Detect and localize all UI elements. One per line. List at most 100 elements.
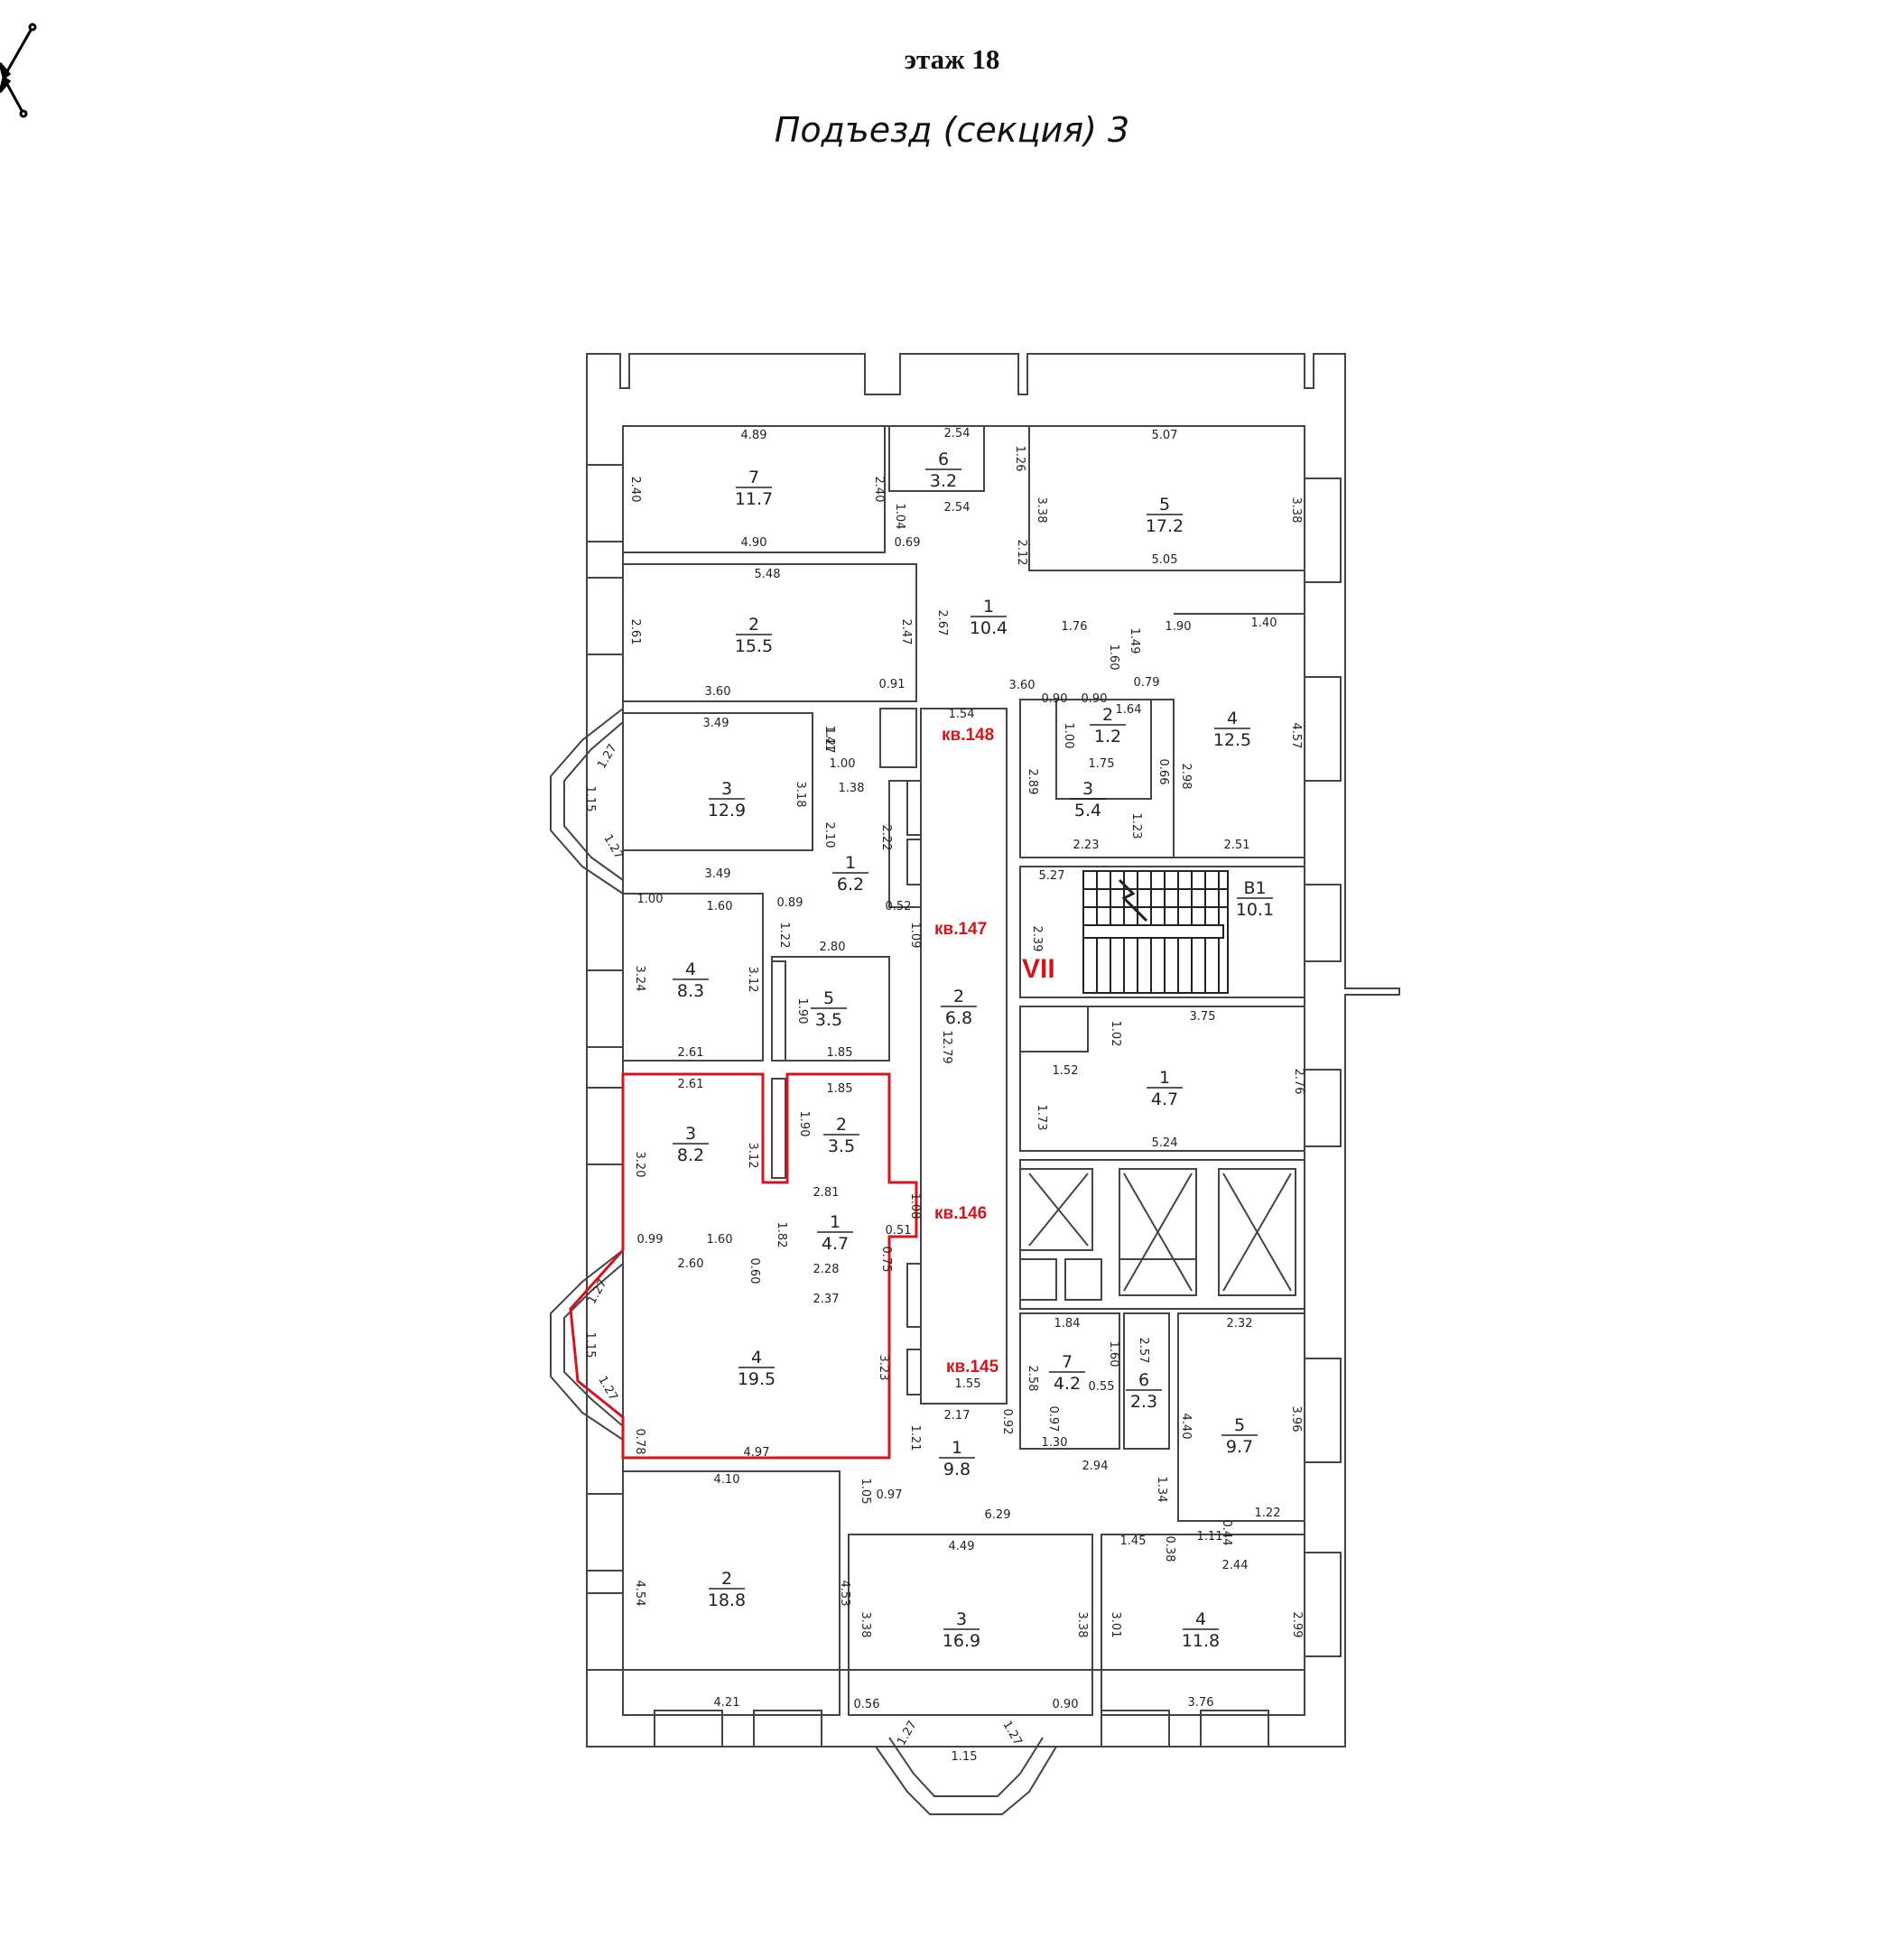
window-bottom-2 [753, 1710, 822, 1748]
dimension-label: 1.60 [707, 1233, 733, 1247]
dimension-label: 3.38 [859, 1612, 872, 1638]
dimension-label: 1.08 [908, 1193, 922, 1219]
compass-icon [0, 23, 37, 118]
dimension-label: 3.38 [1289, 497, 1303, 524]
room-area: 11.7 [735, 489, 773, 509]
dimension-label: 1.00 [637, 893, 664, 906]
room-label: 215.5 [735, 615, 773, 656]
room-number: 2 [721, 1569, 732, 1589]
dimension-label: 4.53 [838, 1581, 851, 1607]
dimension-label: 2.99 [1290, 1612, 1304, 1638]
dimension-label: 4.90 [741, 536, 767, 550]
dimension-label: 2.51 [1224, 839, 1250, 852]
dimension-label: 1.54 [949, 708, 975, 721]
dimension-label: 4.21 [714, 1696, 740, 1710]
room-area: 8.3 [677, 981, 704, 1001]
dimension-label: 1.85 [827, 1046, 853, 1060]
dimension-label: 0.56 [854, 1698, 880, 1711]
dimension-label: 3.38 [1035, 497, 1048, 524]
dimension-label: 2.10 [822, 822, 836, 848]
dimension-label: 0.38 [1163, 1536, 1176, 1562]
dimension-label: 3.96 [1289, 1406, 1303, 1432]
dimension-label: 1.23 [1129, 813, 1143, 839]
room-label: 16.2 [832, 853, 868, 895]
dimension-label: 2.61 [678, 1078, 704, 1091]
room-label: 53.5 [811, 988, 847, 1030]
dimension-label: 4.40 [1179, 1414, 1193, 1440]
dimension-label: 0.60 [748, 1258, 761, 1284]
dimension-label: 3.12 [746, 1143, 759, 1169]
dimension-label: 1.27 [895, 1719, 919, 1748]
dimension-label: 2.12 [1015, 540, 1028, 566]
dimension-label: 0.97 [1046, 1406, 1060, 1432]
room-label: 312.9 [708, 779, 746, 821]
bay-window-left-top [550, 708, 624, 895]
room-label: 48.3 [673, 960, 709, 1001]
room-number: 3 [1082, 779, 1093, 799]
dimension-label: 2.23 [1073, 839, 1100, 852]
window-left-4 [586, 1087, 624, 1165]
dimension-label: 1.52 [1053, 1064, 1079, 1078]
dimension-label: 1.85 [827, 1082, 853, 1096]
dimension-label: 3.60 [705, 685, 731, 699]
room-number: 5 [1159, 495, 1170, 515]
room-area: 12.5 [1213, 730, 1251, 750]
room-label: 35.4 [1070, 779, 1106, 821]
bay-window-bottom [875, 1746, 1057, 1815]
dimension-label: 1.75 [1089, 757, 1115, 771]
room-label: 218.8 [708, 1569, 746, 1610]
room-area: 1.2 [1094, 727, 1121, 746]
dimension-label: 0.90 [1042, 692, 1068, 706]
room-label: 74.2 [1049, 1352, 1085, 1394]
dimension-label: 3.49 [705, 867, 731, 881]
staircase [1082, 870, 1229, 994]
dimension-label: 0.92 [1000, 1409, 1014, 1435]
room-label: 63.2 [925, 450, 961, 491]
dimension-label: 2.80 [820, 941, 846, 954]
dimension-label: 3.60 [1009, 679, 1036, 692]
dimension-label: 0.44 [1220, 1520, 1233, 1546]
room-area: 6.8 [945, 1008, 972, 1028]
dimension-label: 0.91 [879, 678, 906, 691]
dimension-label: 0.69 [895, 536, 921, 550]
dimension-label: 0.78 [633, 1429, 646, 1455]
room-number: 2 [1102, 705, 1113, 725]
dimension-label: 2.98 [1179, 764, 1193, 790]
window-right-5 [1304, 1358, 1342, 1463]
room-area: 18.8 [708, 1590, 746, 1610]
room-area: 3.5 [828, 1136, 855, 1156]
window-right-3 [1304, 884, 1342, 962]
room-area: 3.5 [815, 1010, 842, 1030]
dimension-label: 2.40 [628, 477, 642, 503]
dimension-label: 3.76 [1188, 1696, 1214, 1710]
dimension-label: 0.79 [1134, 676, 1160, 690]
dimension-label: 1.15 [583, 786, 597, 812]
dimension-label: 1.05 [859, 1479, 872, 1505]
room-area: 19.5 [738, 1369, 776, 1389]
dimension-label: 1.27 [999, 1719, 1024, 1748]
dimension-label: 1.27 [600, 832, 625, 862]
room-area: 12.9 [708, 801, 746, 821]
dimension-label: 1.82 [775, 1222, 788, 1248]
dimension-label: 3.18 [794, 782, 807, 808]
dimension-label: 2.57 [1137, 1338, 1150, 1364]
dimension-label: 1.73 [1035, 1105, 1048, 1131]
room-label: 23.5 [823, 1115, 859, 1156]
dimension-label: 1.22 [777, 923, 791, 949]
room-area: 10.1 [1236, 900, 1274, 920]
dimension-label: 2.81 [813, 1186, 840, 1200]
room-area: 9.7 [1226, 1437, 1253, 1457]
room-area: 8.2 [677, 1145, 704, 1165]
room-number: 7 [1062, 1352, 1073, 1372]
room-area: 16.9 [943, 1631, 980, 1651]
dimension-label: 0.66 [1156, 759, 1170, 785]
dimension-label: 2.22 [879, 825, 893, 851]
dimension-label: 2.54 [944, 427, 971, 440]
room-number: 5 [1234, 1415, 1245, 1435]
dimension-label: 0.97 [877, 1488, 903, 1502]
room-area: 4.7 [1151, 1089, 1178, 1109]
window-right-1 [1304, 477, 1342, 583]
room-number: 1 [952, 1438, 962, 1458]
room-label: 26.8 [941, 987, 977, 1028]
